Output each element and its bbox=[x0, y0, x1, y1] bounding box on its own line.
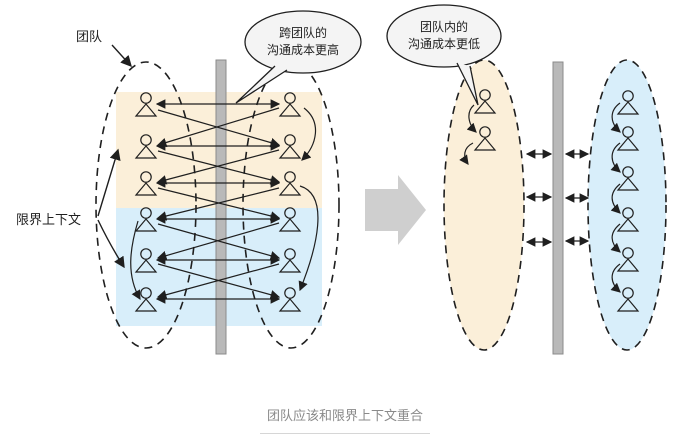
left-team-person-1 bbox=[134, 92, 158, 117]
right-boundary-curve-4 bbox=[610, 223, 621, 253]
person-body-icon bbox=[134, 218, 158, 232]
right-boundary-person-5 bbox=[616, 247, 640, 272]
person-body-icon bbox=[134, 259, 158, 273]
left-diagonal-arrow-8 bbox=[156, 222, 280, 261]
person-body-icon bbox=[616, 298, 640, 312]
left-bubble-line2: 沟通成本更高 bbox=[267, 42, 339, 57]
left-connectors bbox=[130, 99, 319, 304]
right-bubble-line2: 沟通成本更低 bbox=[408, 37, 480, 51]
left-diagonal-arrow-2 bbox=[156, 107, 280, 148]
right-speech-bubble bbox=[386, 4, 502, 68]
right-boundary-curve-3 bbox=[610, 183, 621, 214]
right-boundary-person-1 bbox=[616, 90, 640, 115]
person-body-icon bbox=[473, 100, 497, 114]
boundary-label-pointer-top bbox=[97, 148, 121, 217]
left-boundary-person-2 bbox=[278, 134, 302, 159]
person-body-icon bbox=[616, 177, 640, 191]
right-team-person-1 bbox=[473, 89, 497, 114]
left-team-person-4 bbox=[134, 207, 158, 232]
person-body-icon bbox=[134, 103, 158, 117]
person-body-icon bbox=[278, 145, 302, 159]
left-curve-connector-left bbox=[130, 220, 141, 301]
left-diagonal-arrow-4 bbox=[156, 149, 280, 185]
right-boundary-curve-1 bbox=[610, 102, 621, 133]
right-boundary-curve-2 bbox=[610, 142, 621, 173]
right-boundary-person-4 bbox=[616, 207, 640, 232]
left-curve-connector-right-top bbox=[301, 107, 317, 161]
person-body-icon bbox=[278, 182, 302, 196]
person-body-icon bbox=[278, 298, 302, 312]
right-boundary-curve-5 bbox=[610, 263, 621, 293]
right-bubble-line1: 团队内的 bbox=[420, 19, 468, 34]
right-team-curve-2 bbox=[459, 142, 474, 165]
left-boundary-person-6 bbox=[278, 287, 302, 312]
right-speech-bubble-tail bbox=[456, 62, 479, 106]
left-boundary-person-1 bbox=[278, 92, 302, 117]
person-body-icon bbox=[278, 259, 302, 273]
team-label-pointer bbox=[111, 44, 132, 68]
left-diagonal-arrow-10 bbox=[156, 263, 280, 300]
team-label: 团队 bbox=[76, 30, 102, 45]
right-team-curve-1 bbox=[466, 104, 477, 133]
left-team-ellipse bbox=[95, 61, 197, 349]
left-speech-bubble bbox=[244, 10, 362, 74]
left-boundary-person-3 bbox=[278, 171, 302, 196]
right-team-person-2 bbox=[473, 126, 497, 151]
person-body-icon bbox=[616, 258, 640, 272]
right-people bbox=[473, 89, 640, 312]
left-team-person-6 bbox=[134, 287, 158, 312]
left-team-person-2 bbox=[134, 134, 158, 159]
right-connectors bbox=[459, 102, 621, 293]
left-curve-connector-right bbox=[298, 185, 319, 292]
person-body-icon bbox=[616, 137, 640, 151]
boundary-label: 限界上下文 bbox=[16, 213, 81, 228]
left-diagonal-arrow-1 bbox=[157, 109, 281, 148]
right-divider bbox=[552, 61, 564, 355]
left-boundary-person-5 bbox=[278, 248, 302, 273]
person-body-icon bbox=[134, 145, 158, 159]
left-diagonal-arrow-6 bbox=[156, 187, 280, 221]
person-body-icon bbox=[278, 218, 302, 232]
left-bubble-line1: 跨团队的 bbox=[279, 25, 327, 40]
boundary-label-pointer-bottom bbox=[97, 219, 125, 269]
person-body-icon bbox=[473, 137, 497, 151]
figure-caption: 团队应该和限界上下文重合 bbox=[266, 409, 423, 424]
left-divider bbox=[215, 59, 227, 355]
left-people bbox=[134, 92, 302, 312]
person-body-icon bbox=[134, 298, 158, 312]
right-boundary-person-2 bbox=[616, 126, 640, 151]
right-boundary-person-6 bbox=[616, 287, 640, 312]
person-body-icon bbox=[616, 218, 640, 232]
person-body-icon bbox=[134, 182, 158, 196]
person-body-icon bbox=[616, 101, 640, 115]
right-team-ellipse bbox=[443, 59, 525, 351]
right-boundary-person-3 bbox=[616, 166, 640, 191]
person-body-icon bbox=[278, 103, 302, 117]
left-speech-bubble-tail bbox=[235, 65, 288, 104]
left-boundary-person-4 bbox=[278, 207, 302, 232]
left-team-person-3 bbox=[134, 171, 158, 196]
caption-divider bbox=[260, 433, 430, 434]
transition-arrow bbox=[365, 175, 426, 245]
right-boundary-ellipse bbox=[587, 59, 667, 351]
left-team-person-5 bbox=[134, 248, 158, 273]
